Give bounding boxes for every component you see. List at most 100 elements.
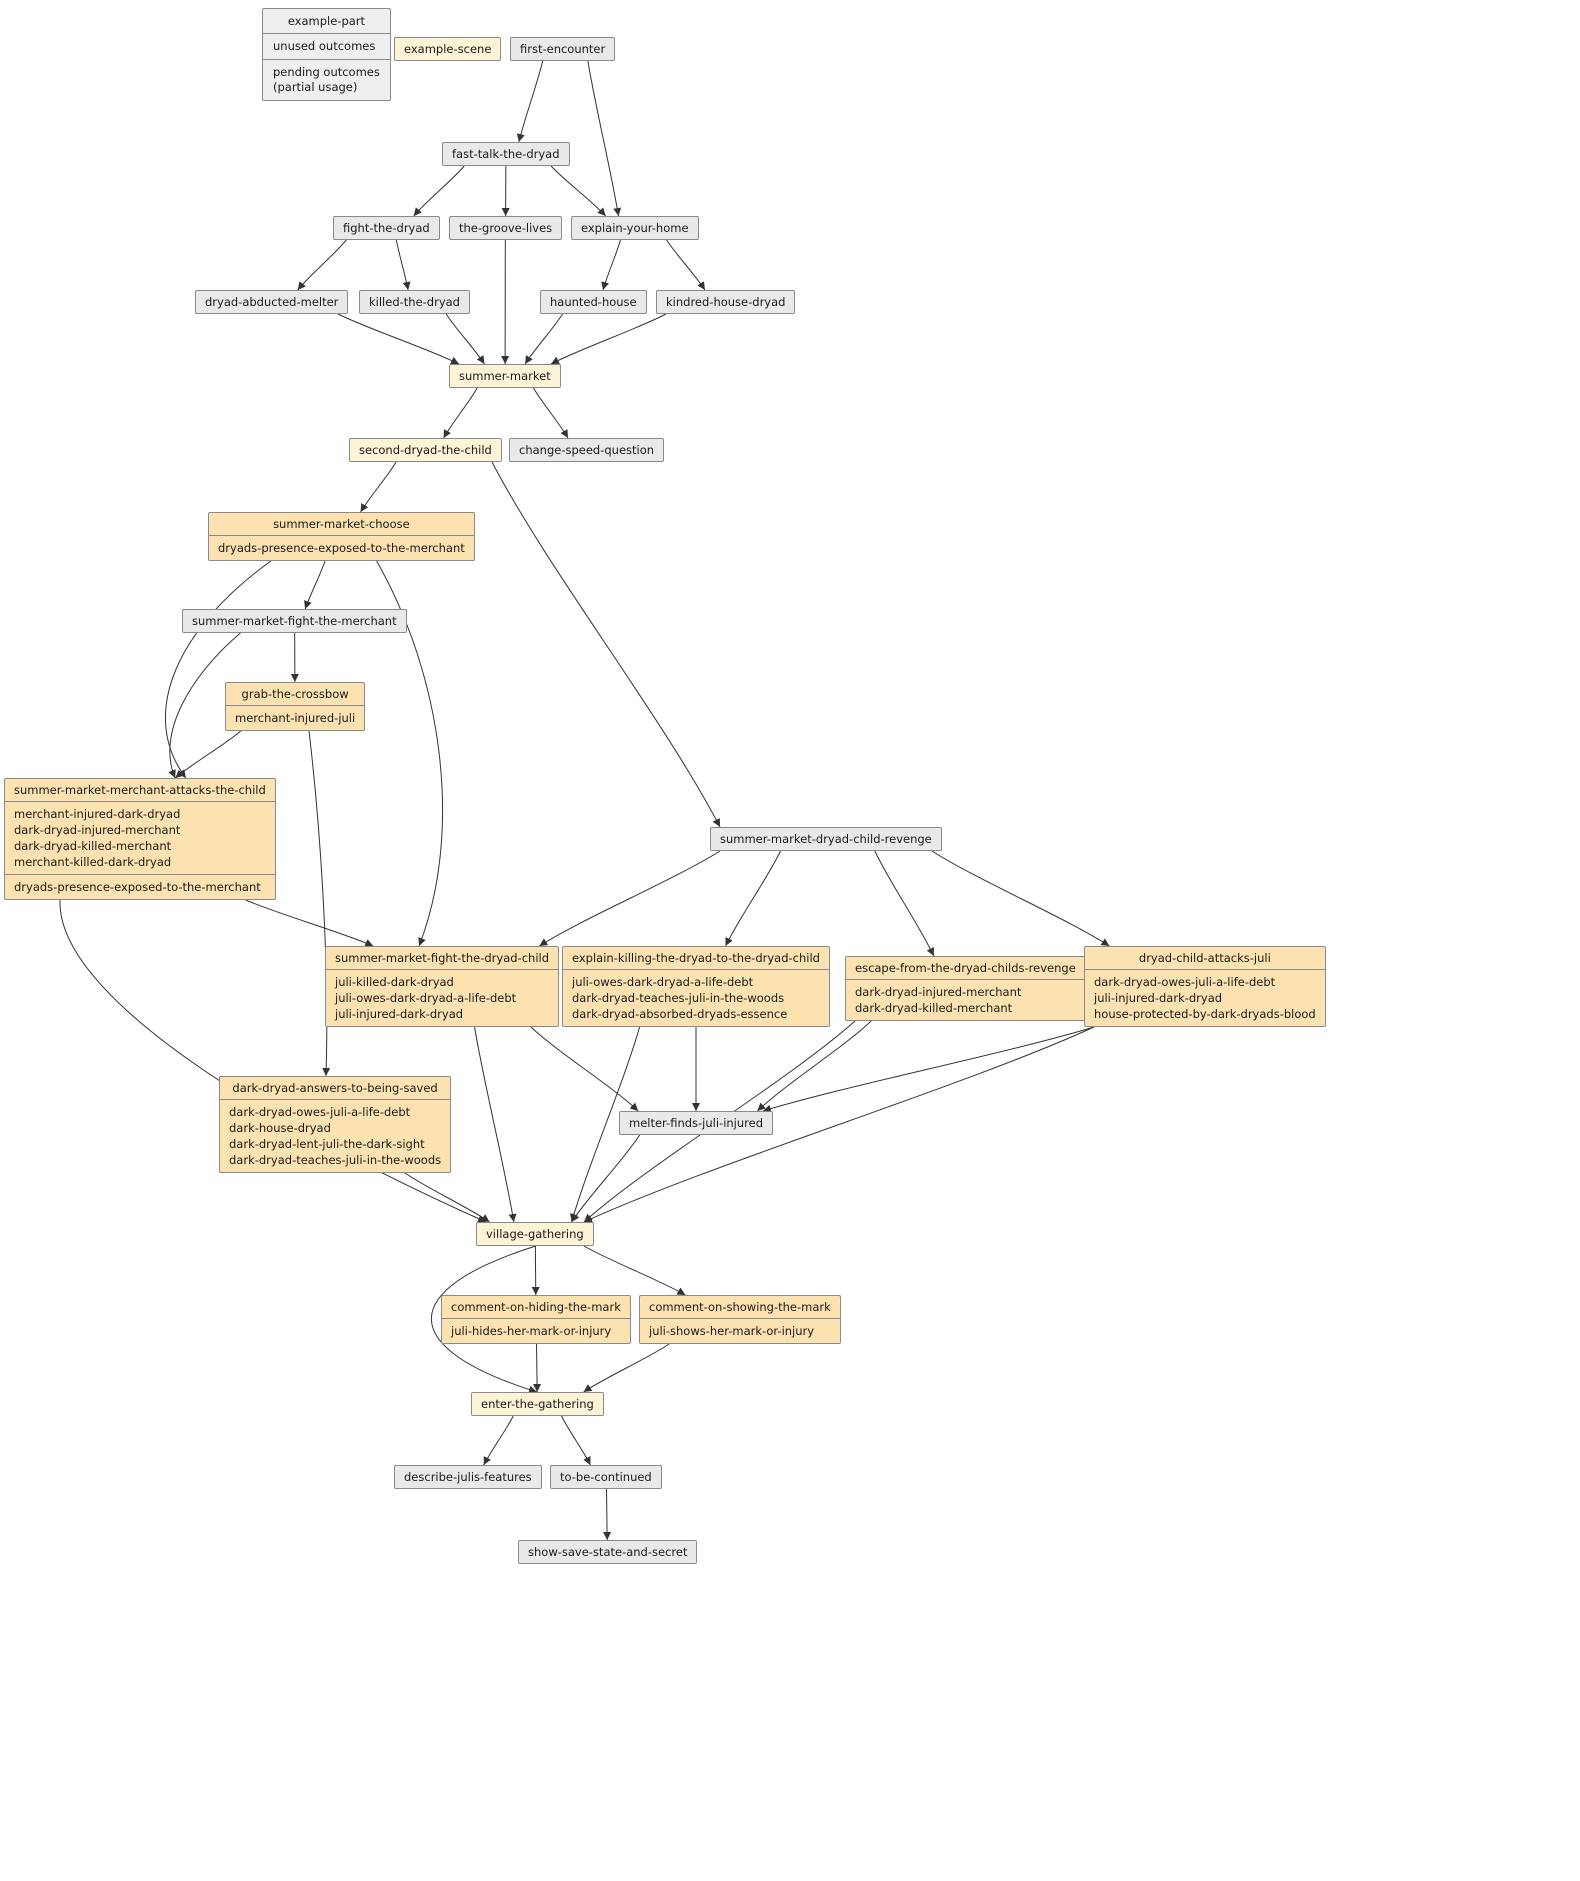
outcome-dark-dryad-absorbed-dryads-essence: dark-dryad-absorbed-dryads-essence bbox=[572, 1007, 788, 1021]
outcome-dark-dryad-owes-juli-a-life-debt: dark-dryad-owes-juli-a-life-debt bbox=[1094, 975, 1276, 989]
outcome-group: juli-hides-her-mark-or-injury bbox=[442, 1318, 630, 1343]
edge-killed-the-dryad-to-summer-market bbox=[445, 313, 485, 365]
outcome-dark-dryad-killed-merchant: dark-dryad-killed-merchant bbox=[855, 1001, 1013, 1015]
node-comment-on-hiding-the-mark: comment-on-hiding-the-mark juli-hides-her… bbox=[441, 1295, 631, 1344]
edge-summer-market-fight-the-dryad-child-to-village-gathering bbox=[474, 1026, 517, 1223]
edge-explain-killing-the-dryad-to-the-dryad-child-to-village-gathering bbox=[570, 1026, 641, 1223]
node-enter-the-gathering: enter-the-gathering bbox=[471, 1392, 604, 1416]
legend-pending-outcomes: pending outcomes (partial usage) bbox=[263, 59, 390, 100]
outcome-dark-dryad-teaches-juli-in-the-woods: dark-dryad-teaches-juli-in-the-woods bbox=[572, 991, 785, 1005]
node-change-speed-question: change-speed-question bbox=[509, 438, 665, 462]
outcome-dark-dryad-killed-merchant: dark-dryad-killed-merchant bbox=[14, 839, 172, 853]
outcome-group: dark-dryad-owes-juli-a-life-debt juli-inj… bbox=[1085, 969, 1325, 1026]
legend-title: example-part bbox=[287, 14, 366, 28]
node-label: melter-finds-juli-injured bbox=[629, 1116, 764, 1130]
edge-first-encounter-to-fast-talk-the-dryad bbox=[516, 60, 544, 143]
legend: example-part unused outcomes pending out… bbox=[262, 8, 391, 101]
node-dryad-child-attacks-juli: dryad-child-attacks-juli dark-dryad-owes-… bbox=[1084, 946, 1326, 1027]
node-label: dryad-abducted-melter bbox=[205, 295, 339, 309]
node-the-groove-lives: the-groove-lives bbox=[449, 216, 563, 240]
edge-grab-the-crossbow-to-dark-dryad-answers-to-being-saved bbox=[308, 730, 331, 1077]
node-explain-killing-the-dryad-to-the-dryad-child: explain-killing-the-dryad-to-the-dryad-c… bbox=[562, 946, 830, 1027]
outcome-juli-shows-her-mark-or-injury: juli-shows-her-mark-or-injury bbox=[649, 1324, 815, 1338]
outcome-dryads-presence-exposed-to-the-merchant: dryads-presence-exposed-to-the-merchant bbox=[14, 880, 261, 894]
node-label: describe-julis-features bbox=[404, 1470, 532, 1484]
edge-grab-the-crossbow-to-summer-market-merchant-attacks-the-child bbox=[174, 730, 242, 779]
edge-explain-your-home-to-haunted-house bbox=[601, 239, 621, 291]
edge-summer-market-choose-to-summer-market-merchant-attacks-the-child bbox=[164, 560, 272, 779]
edge-summer-market-to-second-dryad-the-child bbox=[443, 387, 478, 439]
edge-village-gathering-to-comment-on-showing-the-mark bbox=[583, 1245, 686, 1296]
node-kindred-house-dryad: kindred-house-dryad bbox=[656, 290, 796, 314]
edge-comment-on-hiding-the-mark-to-enter-the-gathering bbox=[533, 1343, 542, 1393]
edge-summer-market-dryad-child-revenge-to-explain-killing-the-dryad-to-the-dryad-child bbox=[725, 850, 781, 947]
node-to-be-continued: to-be-continued bbox=[550, 1465, 662, 1489]
node-label: village-gathering bbox=[486, 1227, 584, 1241]
edge-dryad-child-attacks-juli-to-village-gathering bbox=[583, 1026, 1095, 1223]
outcome-house-protected-by-dark-dryads-blood: house-protected-by-dark-dryads-blood bbox=[1094, 1007, 1316, 1021]
outcome-juli-injured-dark-dryad: juli-injured-dark-dryad bbox=[335, 1007, 464, 1021]
node-melter-finds-juli-injured: melter-finds-juli-injured bbox=[619, 1111, 774, 1135]
node-dryad-abducted-melter: dryad-abducted-melter bbox=[195, 290, 349, 314]
outcome-group: juli-owes-dark-dryad-a-life-debt dark-dry… bbox=[563, 969, 829, 1026]
edge-fast-talk-the-dryad-to-fight-the-dryad bbox=[413, 165, 465, 217]
node-label: change-speed-question bbox=[519, 443, 655, 457]
edge-enter-the-gathering-to-to-be-continued bbox=[561, 1415, 591, 1466]
node-label: haunted-house bbox=[550, 295, 637, 309]
edge-dark-dryad-answers-to-being-saved-to-village-gathering bbox=[404, 1172, 490, 1223]
node-label: show-save-state-and-secret bbox=[528, 1545, 688, 1559]
edge-kindred-house-dryad-to-summer-market bbox=[550, 313, 667, 365]
node-first-encounter: first-encounter bbox=[510, 37, 616, 61]
outcome-dryads-presence-exposed-to-the-merchant: dryads-presence-exposed-to-the-merchant bbox=[218, 541, 465, 555]
node-label: explain-your-home bbox=[581, 221, 689, 235]
node-label: kindred-house-dryad bbox=[666, 295, 786, 309]
edge-to-be-continued-to-show-save-state-and-secret bbox=[603, 1488, 612, 1541]
outcome-juli-owes-dark-dryad-a-life-debt: juli-owes-dark-dryad-a-life-debt bbox=[572, 975, 754, 989]
outcome-merchant-injured-juli: merchant-injured-juli bbox=[235, 711, 356, 725]
edge-fast-talk-the-dryad-to-explain-your-home bbox=[550, 165, 607, 217]
node-label: dryad-child-attacks-juli bbox=[1138, 951, 1271, 965]
node-grab-the-crossbow: grab-the-crossbow merchant-injured-juli bbox=[225, 682, 366, 731]
node-example-scene: example-scene bbox=[394, 37, 502, 61]
outcome-juli-killed-dark-dryad: juli-killed-dark-dryad bbox=[335, 975, 454, 989]
node-summer-market-merchant-attacks-the-child: summer-market-merchant-attacks-the-child… bbox=[4, 778, 276, 900]
edge-haunted-house-to-summer-market bbox=[524, 313, 563, 365]
outcome-group: dryads-presence-exposed-to-the-merchant bbox=[209, 535, 474, 560]
edge-summer-market-choose-to-summer-market-fight-the-merchant bbox=[304, 560, 326, 610]
edge-dryad-child-attacks-juli-to-melter-finds-juli-injured bbox=[762, 1026, 1095, 1113]
node-explain-your-home: explain-your-home bbox=[571, 216, 699, 240]
outcome-merchant-injured-dark-dryad: merchant-injured-dark-dryad bbox=[14, 807, 181, 821]
node-killed-the-dryad: killed-the-dryad bbox=[359, 290, 470, 314]
edge-fight-the-dryad-to-killed-the-dryad bbox=[395, 239, 411, 291]
node-label: summer-market-fight-the-merchant bbox=[192, 614, 397, 628]
node-label: grab-the-crossbow bbox=[241, 687, 349, 701]
node-fight-the-dryad: fight-the-dryad bbox=[333, 216, 440, 240]
node-label: summer-market-merchant-attacks-the-child bbox=[14, 783, 266, 797]
edge-summer-market-fight-the-merchant-to-summer-market-merchant-attacks-the-child bbox=[168, 632, 241, 779]
outcome-group: dryads-presence-exposed-to-the-merchant bbox=[5, 874, 275, 899]
node-label: killed-the-dryad bbox=[369, 295, 460, 309]
node-show-save-state-and-secret: show-save-state-and-secret bbox=[518, 1540, 698, 1564]
edge-village-gathering-to-enter-the-gathering bbox=[431, 1245, 538, 1394]
outcome-group: merchant-injured-dark-dryad dark-dryad-in… bbox=[5, 801, 275, 874]
edge-melter-finds-juli-injured-to-village-gathering bbox=[571, 1134, 641, 1223]
edge-dryad-abducted-melter-to-summer-market bbox=[337, 313, 460, 365]
outcome-juli-injured-dark-dryad: juli-injured-dark-dryad bbox=[1094, 991, 1223, 1005]
node-label: comment-on-hiding-the-mark bbox=[451, 1300, 621, 1314]
outcome-group: merchant-injured-juli bbox=[226, 705, 365, 730]
edge-summer-market-dryad-child-revenge-to-escape-from-the-dryad-childs-revenge bbox=[874, 850, 935, 957]
outcome-dark-dryad-injured-merchant: dark-dryad-injured-merchant bbox=[14, 823, 181, 837]
outcome-group: juli-shows-her-mark-or-injury bbox=[640, 1318, 840, 1343]
node-village-gathering: village-gathering bbox=[476, 1222, 594, 1246]
node-label: summer-market bbox=[459, 369, 551, 383]
edge-second-dryad-the-child-to-summer-market-dryad-child-revenge bbox=[491, 461, 721, 828]
node-fast-talk-the-dryad: fast-talk-the-dryad bbox=[442, 142, 570, 166]
node-second-dryad-the-child: second-dryad-the-child bbox=[349, 438, 502, 462]
edge-fight-the-dryad-to-dryad-abducted-melter bbox=[297, 239, 347, 291]
